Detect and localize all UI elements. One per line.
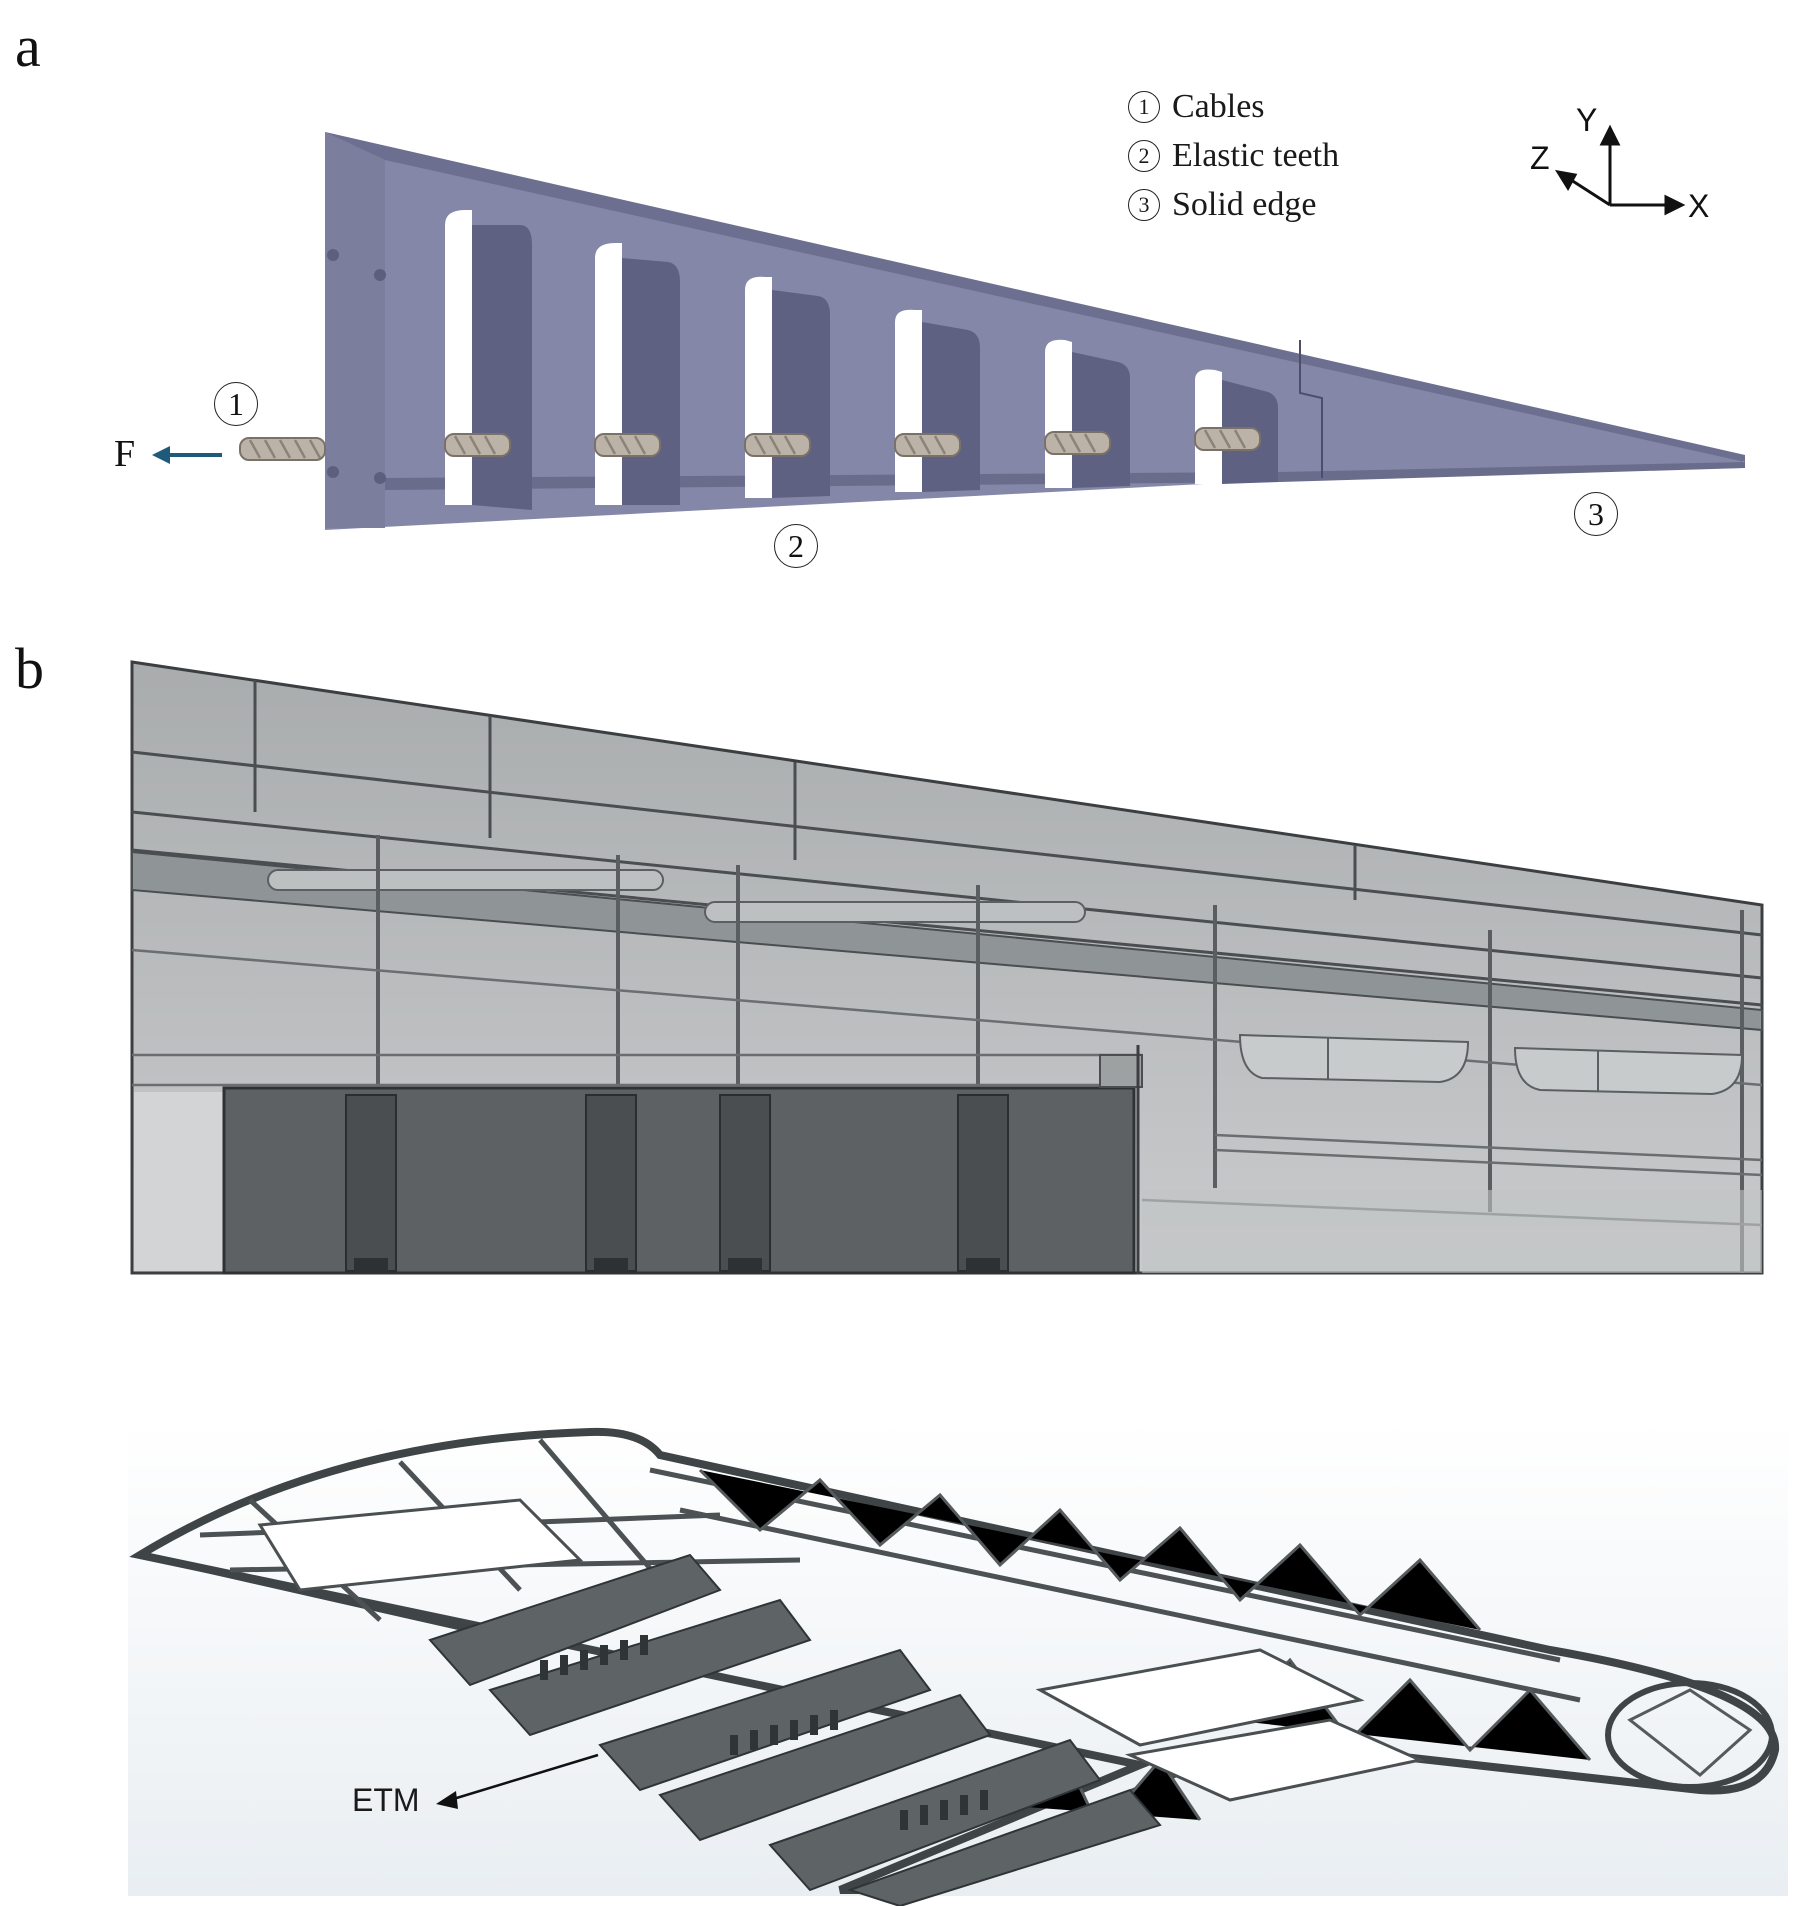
legend-label: Elastic teeth [1172, 137, 1340, 174]
callout-cables: 1 [214, 382, 258, 426]
panel-label-b: b [15, 636, 44, 701]
callout-edge: 3 [1574, 492, 1618, 536]
panel-label-a: a [15, 14, 41, 79]
etm-label: ETM [352, 1782, 420, 1818]
force-label: F [114, 433, 136, 475]
legend-item-cables: 1 Cables [1128, 82, 1339, 131]
legend-item-edge: 3 Solid edge [1128, 180, 1339, 229]
panel-a-drawing [152, 124, 1745, 530]
axis-label-z: Z [1530, 140, 1550, 176]
axis-label-x: X [1688, 188, 1710, 224]
coordinate-axes [1554, 124, 1686, 216]
callout-teeth: 2 [774, 524, 818, 568]
axis-label-y: Y [1576, 102, 1598, 138]
legend: 1 Cables 2 Elastic teeth 3 Solid edge [1128, 82, 1339, 229]
etm-pointer [436, 1753, 599, 1809]
legend-label: Solid edge [1172, 186, 1317, 223]
legend-item-teeth: 2 Elastic teeth [1128, 131, 1339, 180]
legend-number: 2 [1128, 139, 1160, 172]
force-arrow [152, 446, 222, 464]
cable-segments [239, 427, 1261, 461]
legend-number: 1 [1128, 90, 1160, 123]
legend-label: Cables [1172, 88, 1265, 125]
legend-number: 3 [1128, 188, 1160, 221]
